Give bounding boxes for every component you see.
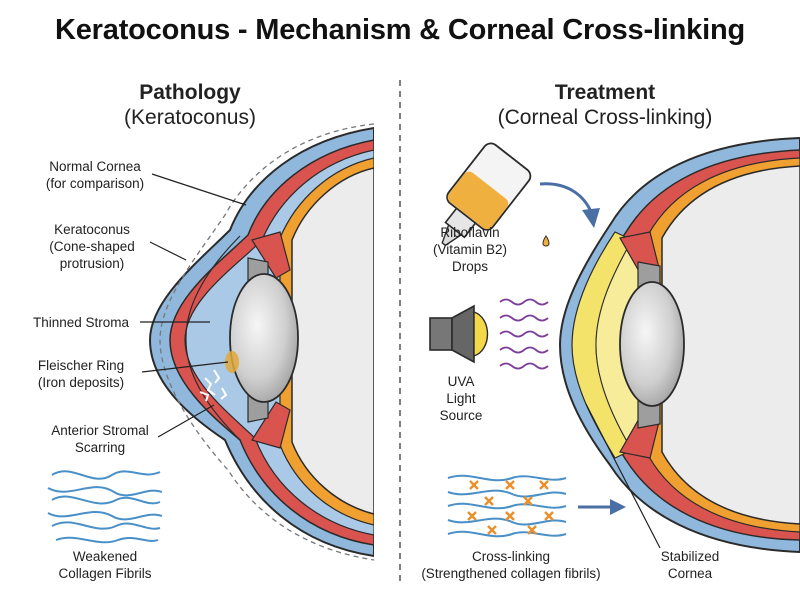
riboflavin-drop-icon: [542, 235, 550, 247]
left-subheading: (Keratoconus): [124, 106, 256, 129]
right-heading: Treatment: [554, 81, 656, 104]
normal-cornea-outline: [159, 123, 375, 561]
crystalline-lens: [229, 273, 299, 403]
left-heading: Pathology: [139, 81, 241, 104]
drop-arrow-icon: [539, 182, 594, 215]
uv-waves-icon: [499, 298, 549, 370]
drop-arrow-head: [582, 208, 600, 228]
treated-eye: [558, 136, 800, 554]
crystalline-lens-treated: [619, 281, 685, 407]
crosslinked-fibrils: [447, 474, 567, 538]
label-riboflavin: Riboflavin (Vitamin B2) Drops: [432, 225, 508, 274]
right-subheading: (Corneal Cross-linking): [497, 106, 713, 129]
vitreous: [291, 167, 374, 515]
label-thinned-stroma: Thinned Stroma: [32, 315, 130, 330]
label-normal-cornea: Normal Cornea (for comparison): [45, 159, 145, 191]
crosslink-bonds: [467, 480, 554, 535]
cornea-inner-line: [185, 235, 241, 441]
fibril-arrow-head: [610, 499, 626, 515]
left-leader-lines: [140, 173, 247, 438]
label-stabilized-cornea: Stabilized Cornea: [660, 549, 720, 581]
label-weakened-fibrils: Weakened Collagen Fibrils: [58, 549, 152, 581]
uva-light-icon: [429, 304, 489, 364]
label-crosslinking: Cross-linking (Strengthened collagen fib…: [421, 549, 601, 581]
vitreous-treated: [661, 165, 800, 525]
label-uva: UVA Light Source: [439, 374, 483, 423]
stabilized-leader: [585, 403, 661, 549]
keratoconus-eye: [148, 126, 374, 558]
diagram-title: Keratoconus - Mechanism & Corneal Cross-…: [55, 14, 745, 46]
label-scarring: Anterior Stromal Scarring: [51, 423, 149, 455]
label-fleischer-ring: Fleischer Ring (Iron deposits): [37, 358, 125, 390]
fleischer-ring-mark: [225, 351, 239, 373]
scarring-marks: [199, 369, 228, 402]
weakened-fibrils: [47, 470, 163, 544]
label-keratoconus: Keratoconus (Cone-shaped protrusion): [49, 222, 135, 271]
right-panel-header: Treatment (Corneal Cross-linking): [470, 80, 740, 130]
left-panel-header: Pathology (Keratoconus): [60, 80, 320, 130]
riboflavin-dropper-icon: [441, 142, 532, 247]
